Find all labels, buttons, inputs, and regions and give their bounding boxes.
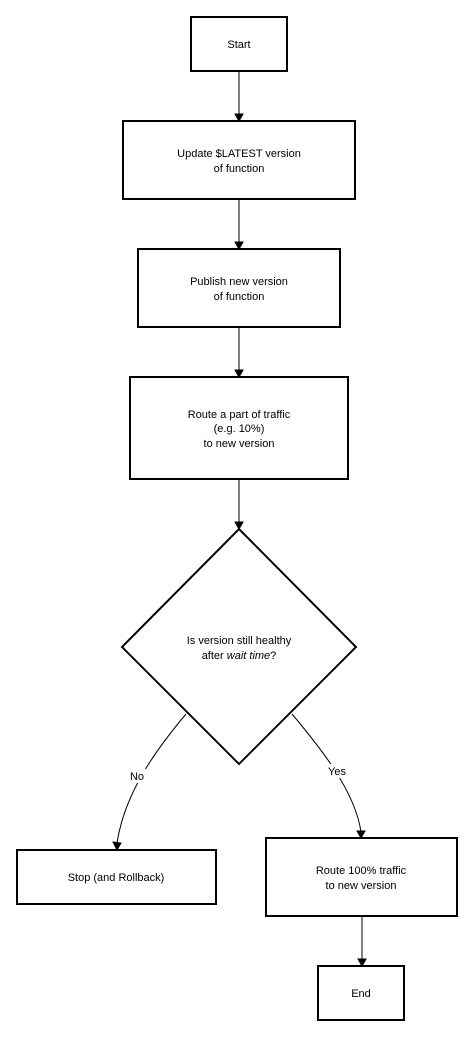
update-latest-line2: of function [214, 163, 265, 175]
start-node-label: Start [227, 39, 250, 51]
decision-line2-suffix: ? [270, 650, 276, 662]
edge-label-yes-text: Yes [328, 766, 346, 778]
route-full-line2: to new version [326, 880, 397, 892]
edge-route-full-to-end [357, 916, 367, 968]
publish-version-line2: of function [214, 291, 265, 303]
edge-label-no-text: No [130, 771, 144, 783]
update-latest-line1: Update $LATEST version [177, 148, 301, 160]
stop-rollback-node: Stop (and Rollback) [16, 849, 217, 905]
start-node: Start [190, 16, 288, 72]
edge-publish-to-route-part [234, 327, 244, 379]
decision-line2: after wait time? [202, 650, 277, 662]
decision-wait-time: wait time [227, 650, 270, 662]
publish-version-node: Publish new version of function [137, 248, 341, 328]
edge-update-to-publish [234, 199, 244, 251]
edge-route-part-to-decision [234, 479, 244, 531]
route-full-traffic-node: Route 100% traffic to new version [265, 837, 458, 917]
decision-line2-prefix: after [202, 650, 227, 662]
route-partial-line2: (e.g. 10%) [214, 423, 265, 435]
route-partial-line1: Route a part of traffic [188, 409, 291, 421]
route-partial-line3: to new version [204, 438, 275, 450]
publish-version-line1: Publish new version [190, 276, 288, 288]
decision-line1: Is version still healthy [187, 635, 292, 647]
health-check-decision: Is version still healthy after wait time… [120, 527, 358, 766]
edge-label-no: No [128, 769, 146, 783]
stop-rollback-label: Stop (and Rollback) [68, 872, 165, 884]
route-partial-traffic-node: Route a part of traffic (e.g. 10%) to ne… [129, 376, 349, 480]
route-full-line1: Route 100% traffic [316, 865, 407, 877]
edge-start-to-update [234, 71, 244, 123]
edge-label-yes: Yes [326, 764, 348, 778]
end-node: End [317, 965, 405, 1021]
edge-decision-to-stop [112, 713, 187, 852]
end-node-label: End [351, 988, 371, 1000]
update-latest-node: Update $LATEST version of function [122, 120, 356, 200]
